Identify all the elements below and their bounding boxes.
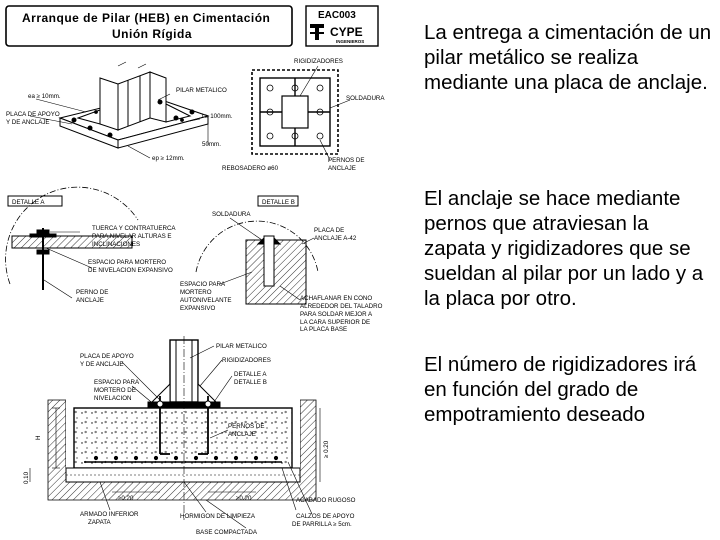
label-detalle-b-bot: DETALLE B (234, 379, 267, 386)
label-espacio-nivel-2: MORTERO DE (94, 387, 136, 394)
label-pilar-metalico-top: PILAR METALICO (176, 87, 227, 94)
dim-020-b: ≥0.20 (236, 495, 252, 502)
cype-logo-icon (310, 24, 324, 40)
label-achaflanar-2: ALREDEDOR DEL TALADRO (300, 303, 383, 310)
label-espacio-para-3: AUTONIVELANTE (180, 297, 231, 304)
drawing-title-line2: Unión Rígida (112, 27, 192, 41)
label-base: BASE COMPACTADA (196, 529, 258, 536)
label-pernos-1: PERNOS DE (328, 157, 364, 164)
detail-b-label: DETALLE B (262, 199, 295, 206)
label-placa-apoyo-bot-1: PLACA DE APOYO (80, 353, 134, 360)
label-placa-apoyo-bot-2: Y DE ANCLAJE (80, 361, 124, 368)
dim-020-right: ≥ 0.20 (323, 440, 330, 458)
label-soldadura-mid: SOLDADURA (212, 211, 251, 218)
title-block: Arranque de Pilar (HEB) en Cimentación U… (5, 5, 293, 47)
label-pernos-bot-1: PERNOS DE (228, 423, 264, 430)
label-achaflanar-3: PARA SOLDAR MEJOR A (300, 311, 373, 318)
label-rigidizadores-bot: RIGIDIZADORES (222, 357, 271, 364)
label-pernos-2: ANCLAJE (328, 165, 356, 172)
logo-block: EAC003 CYPE INGENIEROS (305, 5, 379, 47)
bolt-markers (71, 99, 195, 138)
label-soldadura-top: SOLDADURA (346, 95, 385, 102)
label-armado-1: ARMADO INFERIOR (80, 511, 139, 518)
drawing-title-line1: Arranque de Pilar (HEB) en Cimentación (22, 11, 270, 25)
plan-bolts (266, 84, 324, 140)
paragraph-pernos-rigidizadores: El anclaje se hace mediante pernos que a… (424, 187, 704, 310)
label-perno-1: PERNO DE (76, 289, 108, 296)
paragraph-numero-rigidizadores: El número de rigidizadores irá en funció… (424, 353, 697, 426)
label-tuerca-2: PARA NIVELAR ALTURAS E (92, 233, 172, 240)
label-acabado: ACABADO RUGOSO (296, 497, 356, 504)
label-placa-anclaje-1: PLACA DE (314, 227, 344, 234)
label-achaflanar-1: ACHAFLANAR EN CONO (300, 295, 372, 302)
label-hormigon: HORMIGON DE LIMPIEZA (180, 513, 256, 520)
label-ep12: ep ≥ 12mm. (152, 155, 185, 162)
plan-view (251, 65, 351, 161)
detail-a (5, 186, 139, 299)
label-rigidizadores-top: RIGIDIZADORES (294, 58, 343, 65)
label-espacio-nivel-3: NIVELACION (94, 395, 131, 402)
label-espacio-para-4: EXPANSIVO (180, 305, 215, 312)
label-rebosadero: REBOSADERO ø60 (222, 165, 279, 172)
dim-020-a: ≥0.20 (118, 495, 134, 502)
brand-name: CYPE (330, 25, 363, 39)
label-calzos-2: DE PARRILLA ≥ 5cm. (292, 521, 352, 528)
label-espacio-mortero-1: ESPACIO PARA MORTERO (88, 259, 166, 266)
detail-b (195, 195, 319, 305)
drawing-code: EAC003 (318, 10, 356, 21)
label-ea: ea ≥ 10mm. (28, 93, 61, 100)
label-armado-2: ZAPATA (88, 519, 112, 526)
label-calzos-1: CALZOS DE APOYO (296, 513, 355, 520)
label-pilar-metalico-bot: PILAR METALICO (216, 343, 267, 350)
label-50mm: 50mm. (202, 141, 221, 148)
label-detalle-a-bot: DETALLE A (234, 371, 267, 378)
label-perno-2: ANCLAJE (76, 297, 104, 304)
dim-010: 0.10 (23, 471, 30, 484)
section-view (29, 336, 321, 529)
rebar-dots (93, 455, 279, 461)
isometric-column-view (29, 61, 210, 159)
label-espacio-para-2: MORTERO (180, 289, 212, 296)
label-tuerca-1: TUERCA Y CONTRATUERCA (92, 225, 176, 232)
label-achaflanar-4: LA CARA SUPERIOR DE (300, 319, 370, 326)
label-espacio-para-1: ESPACIO PARA (180, 281, 226, 288)
label-espacio-nivel-1: ESPACIO PARA (94, 379, 140, 386)
detail-a-label: DETALLE A (12, 199, 45, 206)
paragraph-placa-anclaje: La entrega a cimentación de un pilar met… (424, 21, 712, 94)
cad-drawing: Arranque de Pilar (HEB) en Cimentación U… (5, 5, 385, 536)
label-tuerca-3: INCLINACIONES (92, 241, 140, 248)
label-espacio-mortero-2: DE NIVELACION EXPANSIVO (88, 267, 173, 274)
label-achaflanar-5: LA PLACA BASE (300, 326, 347, 333)
label-pernos-bot-2: ANCLAJE (228, 431, 256, 438)
brand-subtitle: INGENIEROS (336, 39, 364, 44)
label-l100: l ≥ 100mm. (202, 113, 233, 120)
label-placa-apoyo-1: PLACA DE APOYO (6, 111, 60, 118)
label-placa-anclaje-2: ANCLAJE A-42 (314, 235, 357, 242)
dim-h: H (35, 436, 42, 440)
label-placa-apoyo-2: Y DE ANCLAJE (6, 119, 50, 126)
